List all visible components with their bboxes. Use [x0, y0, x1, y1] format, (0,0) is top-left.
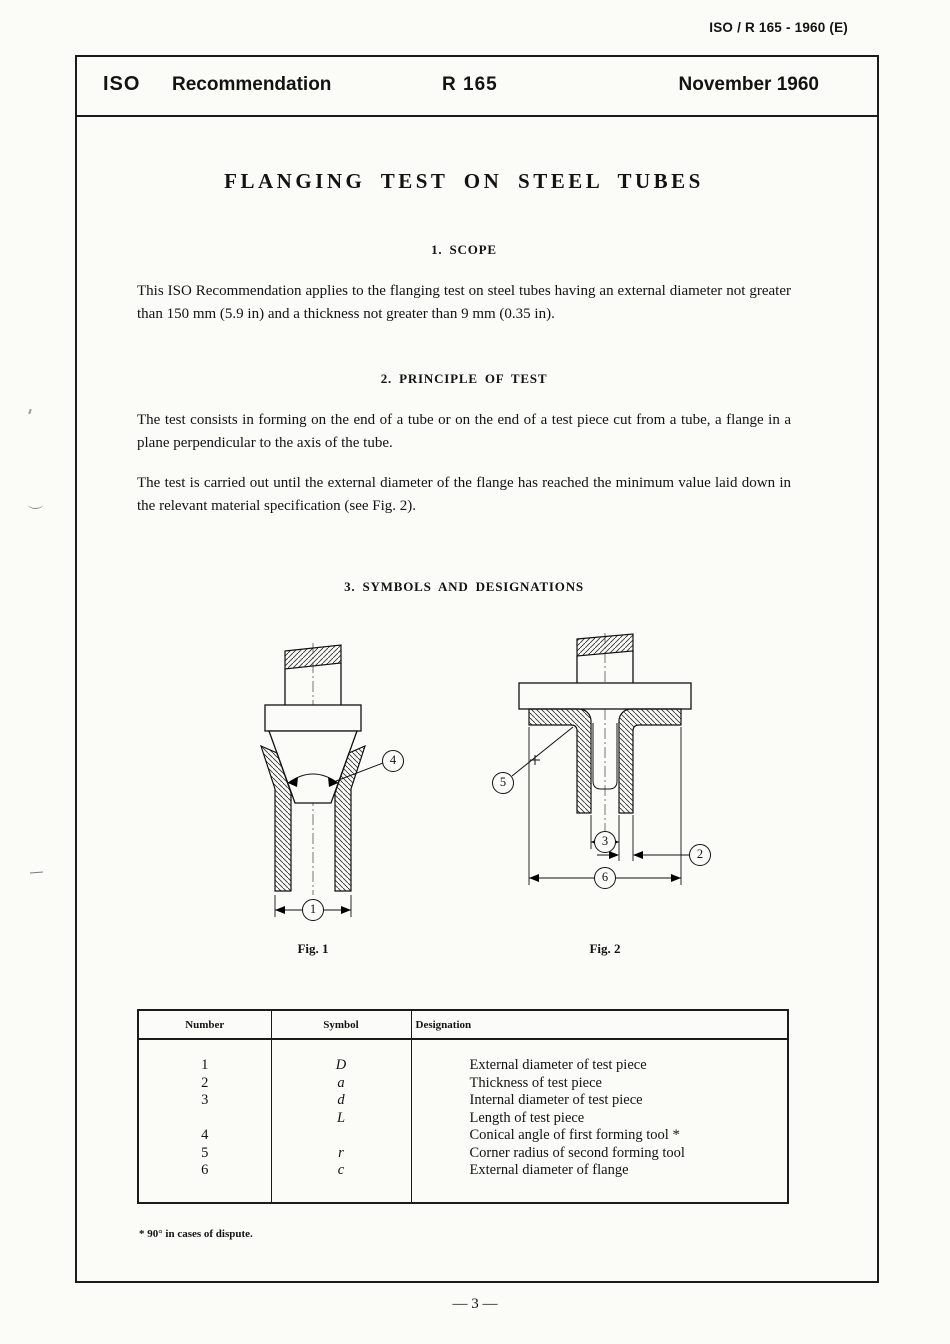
- fig1-drawing: [260, 643, 384, 917]
- page-content: FLANGING TEST ON STEEL TUBES 1. SCOPE Th…: [77, 169, 877, 1240]
- fig1-canvas: 4 1: [203, 643, 423, 935]
- page-frame: ISO Recommendation R 165 November 1960 F…: [75, 55, 879, 1283]
- fig1-tube-section: [260, 744, 366, 892]
- table-row: 1 D External diameter of test piece: [138, 1039, 788, 1075]
- cell-symbol: a: [271, 1074, 412, 1092]
- cell-designation: External diameter of flange: [469, 1162, 629, 1178]
- table-row: 4 Conical angle of first forming tool *: [138, 1127, 788, 1145]
- table-header-row: Number Symbol Designation: [138, 1010, 788, 1040]
- cell-number: 3: [138, 1092, 272, 1110]
- masthead-ref: R 165: [442, 74, 498, 95]
- masthead: ISO Recommendation R 165 November 1960: [77, 57, 877, 117]
- callout-4: 4: [382, 750, 404, 772]
- first-forming-tool: [264, 644, 362, 804]
- scan-artifact: [28, 408, 32, 415]
- cell-designation: Length of test piece: [469, 1109, 585, 1126]
- figure-1: 4 1 Fig. 1: [203, 643, 423, 957]
- masthead-date: November 1960: [678, 74, 819, 95]
- fig2-corner-radius-leader: [511, 726, 574, 777]
- symbols-table-body: 1 D External diameter of test piece 2 a …: [138, 1039, 788, 1203]
- cell-designation: Conical angle of first forming tool *: [469, 1127, 680, 1143]
- cell-designation: Internal diameter of test piece: [469, 1092, 643, 1108]
- fig1-caption: Fig. 1: [297, 941, 329, 956]
- table-row: L Length of test piece: [138, 1109, 788, 1127]
- callout-1: 1: [302, 899, 324, 921]
- page-number: — 3 —: [452, 1296, 498, 1312]
- masthead-org: ISO: [103, 73, 141, 95]
- table-header-designation: Designation: [411, 1010, 788, 1040]
- masthead-type: Recommendation: [172, 74, 332, 95]
- symbols-table: Number Symbol Designation 1 D External d…: [137, 1009, 789, 1204]
- second-forming-tool: [518, 633, 692, 710]
- callout-6: 6: [594, 867, 616, 889]
- figures-row: 4 1 Fig. 1: [137, 633, 791, 957]
- cell-designation: External diameter of test piece: [469, 1057, 647, 1073]
- document-title: FLANGING TEST ON STEEL TUBES: [224, 169, 704, 193]
- scan-artifact: [29, 871, 44, 874]
- section-heading-scope: 1. SCOPE: [431, 242, 497, 257]
- table-header-number: Number: [138, 1010, 272, 1040]
- table-footnote: * 90° in cases of dispute.: [139, 1227, 253, 1240]
- cell-symbol: c: [271, 1162, 412, 1203]
- section-heading-principle: 2. PRINCIPLE OF TEST: [380, 371, 548, 386]
- fig2-dimension-flange-diameter: [528, 727, 682, 885]
- fig2-flanged-tube-section: [528, 708, 682, 814]
- table-row: 6 c External diameter of flange: [138, 1162, 788, 1203]
- cell-designation: Thickness of test piece: [469, 1074, 602, 1091]
- cell-number: 6: [138, 1162, 272, 1203]
- callout-3: 3: [594, 831, 616, 853]
- fig2-caption: Fig. 2: [589, 941, 621, 956]
- cell-number: 1: [138, 1039, 272, 1075]
- cell-symbol: r: [271, 1144, 412, 1162]
- fig2-drawing: [511, 633, 692, 885]
- principle-paragraph-2: The test is carried out until the extern…: [137, 475, 791, 514]
- cell-symbol: [271, 1127, 412, 1145]
- principle-paragraph-1: The test consists in forming on the end …: [137, 412, 791, 451]
- fig1-cone-angle-arc: [287, 762, 384, 787]
- cell-number: 4: [138, 1127, 272, 1145]
- table-row: 3 d Internal diameter of test piece: [138, 1092, 788, 1110]
- document-reference: ISO / R 165 - 1960 (E): [709, 20, 848, 35]
- cell-symbol: d: [271, 1092, 412, 1110]
- fig2-canvas: 5 3 2 6: [485, 633, 725, 935]
- callout-5: 5: [492, 772, 514, 794]
- cell-designation: Corner radius of second forming tool: [469, 1144, 685, 1161]
- scope-paragraph: This ISO Recommendation applies to the f…: [137, 283, 791, 322]
- cell-number: 5: [138, 1144, 272, 1162]
- table-row: 5 r Corner radius of second forming tool: [138, 1144, 788, 1162]
- figure-2: 5 3 2 6 Fig. 2: [485, 633, 725, 957]
- symbols-table-head: Number Symbol Designation: [138, 1010, 788, 1040]
- callout-2: 2: [689, 844, 711, 866]
- cell-symbol: D: [271, 1039, 412, 1075]
- scan-artifact: [28, 500, 43, 509]
- cell-number: [138, 1109, 272, 1127]
- table-row: 2 a Thickness of test piece: [138, 1074, 788, 1092]
- section-heading-symbols: 3. SYMBOLS AND DESIGNATIONS: [344, 579, 584, 594]
- table-header-symbol: Symbol: [271, 1010, 412, 1040]
- cell-symbol: L: [271, 1109, 412, 1127]
- cell-number: 2: [138, 1074, 272, 1092]
